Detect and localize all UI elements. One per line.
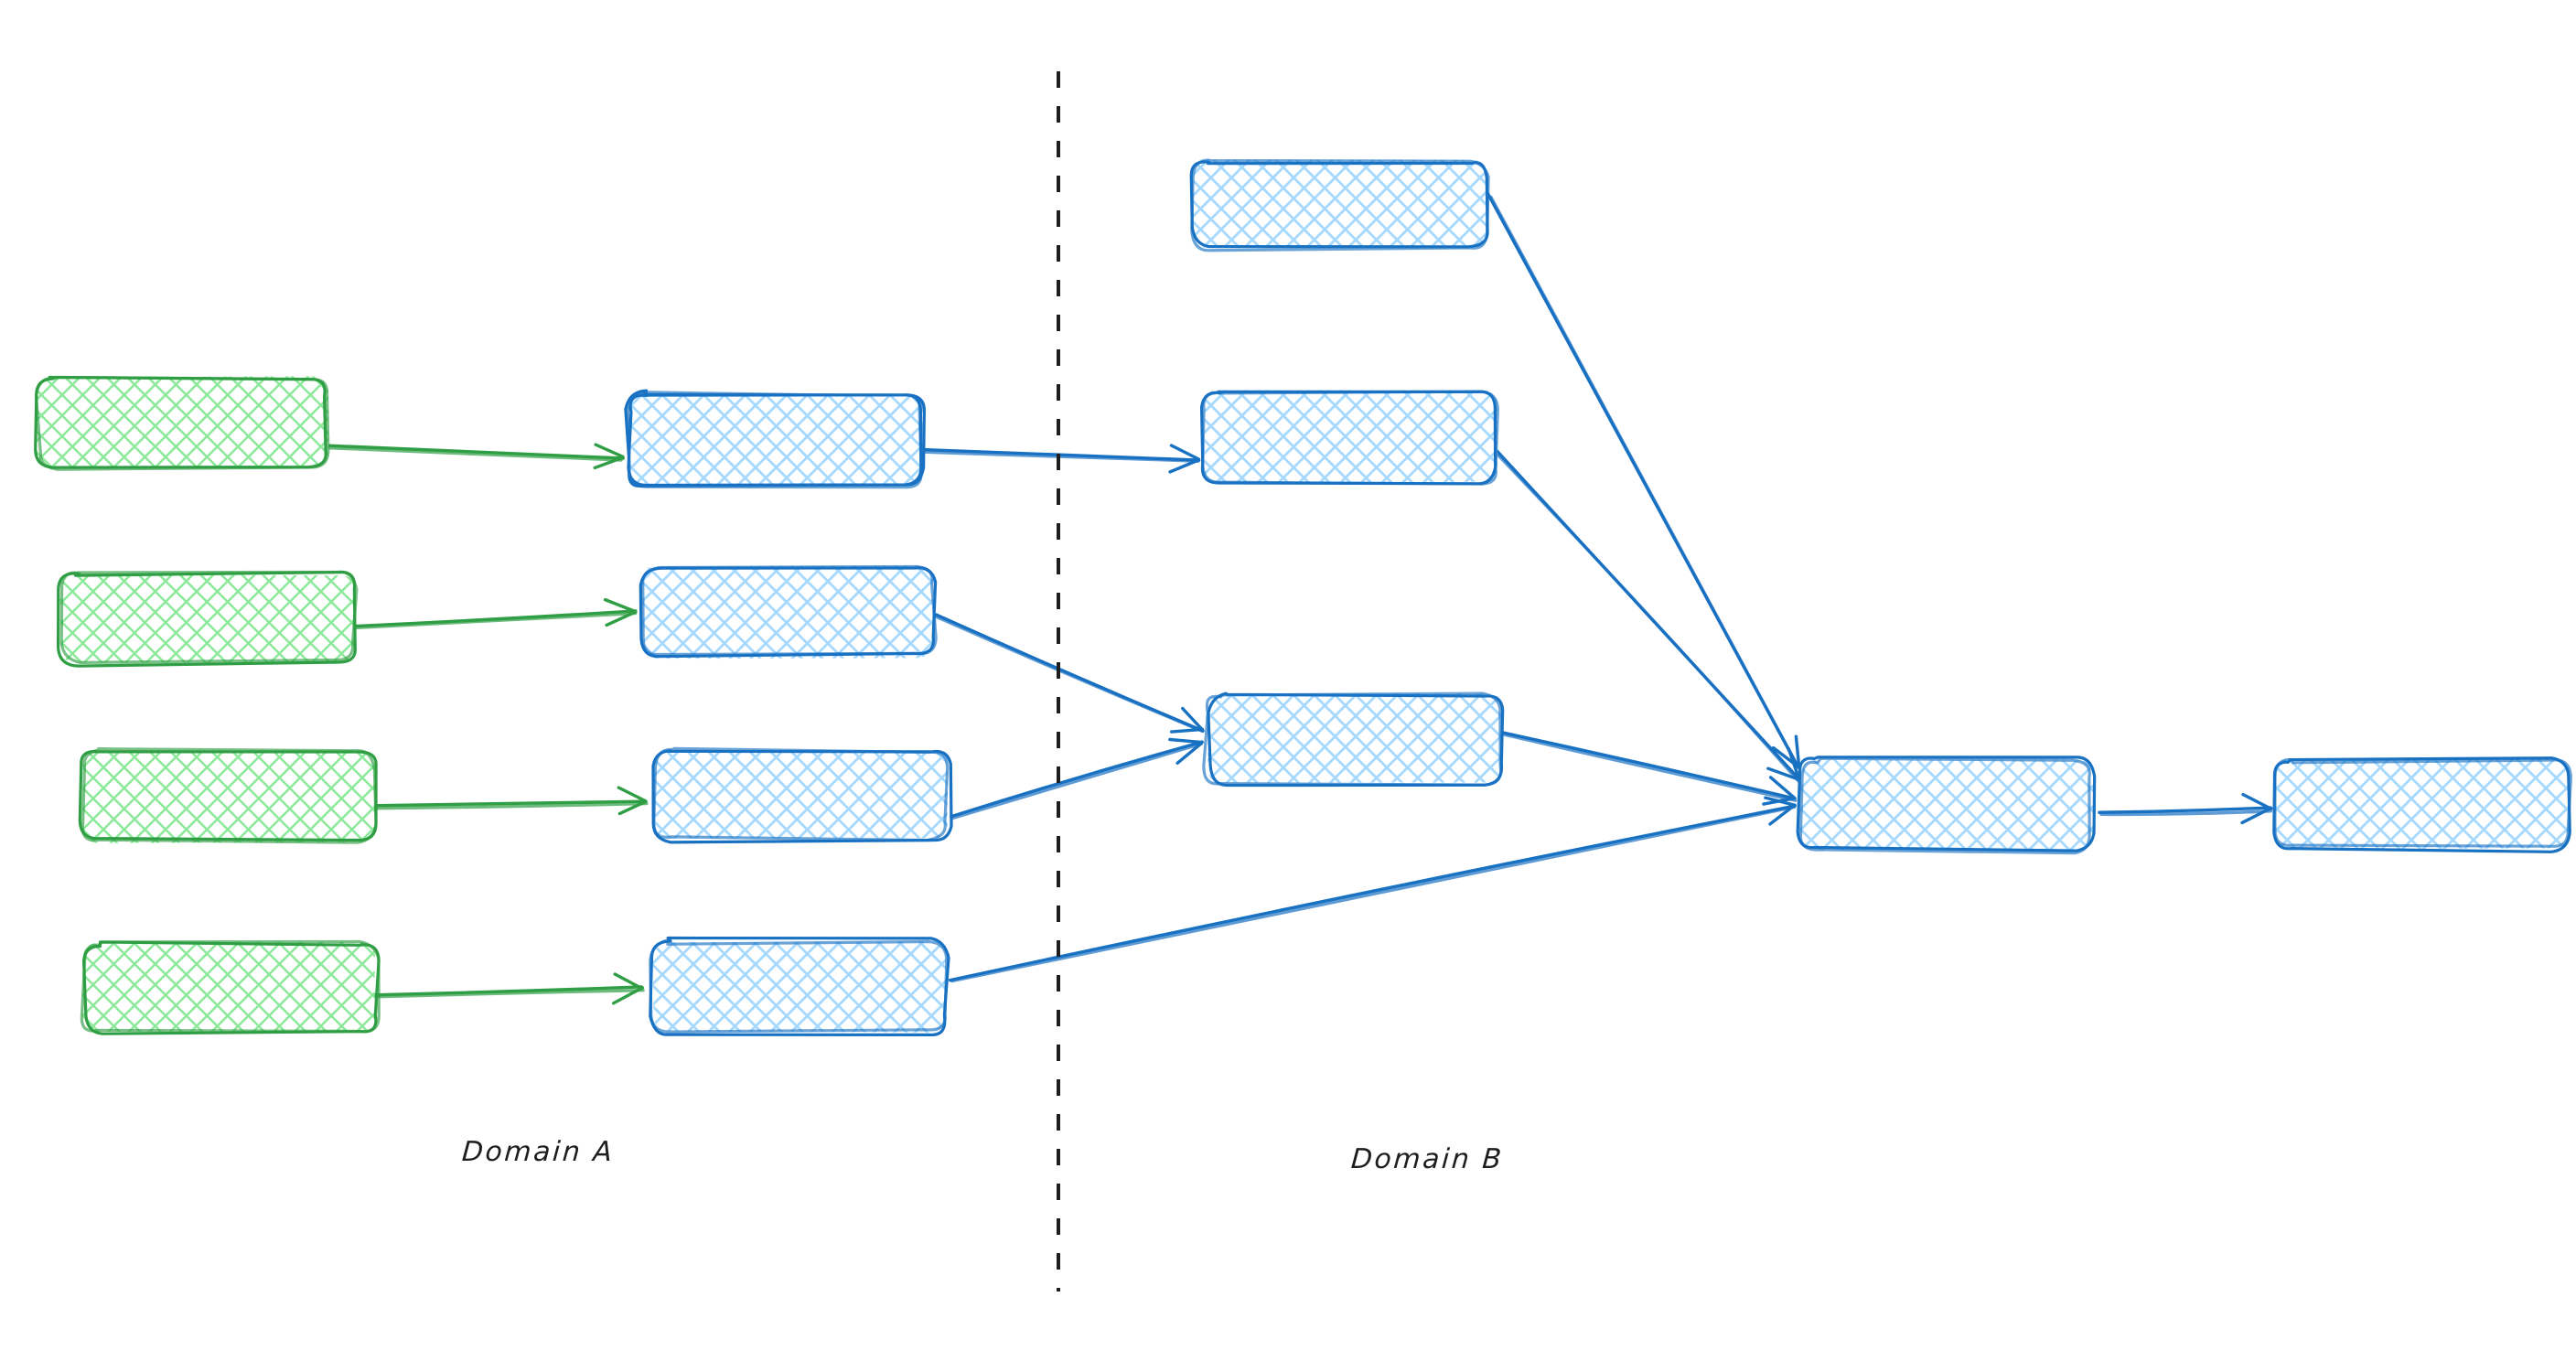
node-box-mD[interactable] <box>649 936 950 1037</box>
nodes-layer <box>34 158 2572 1037</box>
edge-arrow-e6[interactable] <box>931 613 1205 734</box>
node-box-b1[interactable] <box>1199 390 1499 486</box>
node-box-a4[interactable] <box>80 939 381 1035</box>
edges-layer <box>179 192 2273 1005</box>
node-box-mC[interactable] <box>651 746 953 844</box>
node-box-a2[interactable] <box>56 570 359 668</box>
node-box-b3[interactable] <box>1796 756 2097 855</box>
edge-arrow-e9[interactable] <box>1486 192 1801 770</box>
edge-arrow-e8[interactable] <box>948 796 1797 983</box>
domain-a-label: Domain A <box>460 1136 616 1168</box>
node-box-a1[interactable] <box>34 375 330 471</box>
edge-arrow-e10[interactable] <box>1495 449 1801 783</box>
node-box-b2[interactable] <box>1202 691 1505 788</box>
node-box-b0[interactable] <box>1189 158 1490 252</box>
node-box-b4[interactable] <box>2272 756 2572 853</box>
domain-b-label: Domain B <box>1349 1143 1505 1175</box>
node-box-mB[interactable] <box>639 564 938 659</box>
edge-arrow-e11[interactable] <box>1500 731 1798 806</box>
edge-arrow-e5[interactable] <box>923 444 1201 474</box>
edge-arrow-e12[interactable] <box>2098 792 2273 825</box>
edge-arrow-e7[interactable] <box>950 737 1204 820</box>
node-box-a3[interactable] <box>78 747 378 844</box>
node-box-mA[interactable] <box>626 391 923 488</box>
